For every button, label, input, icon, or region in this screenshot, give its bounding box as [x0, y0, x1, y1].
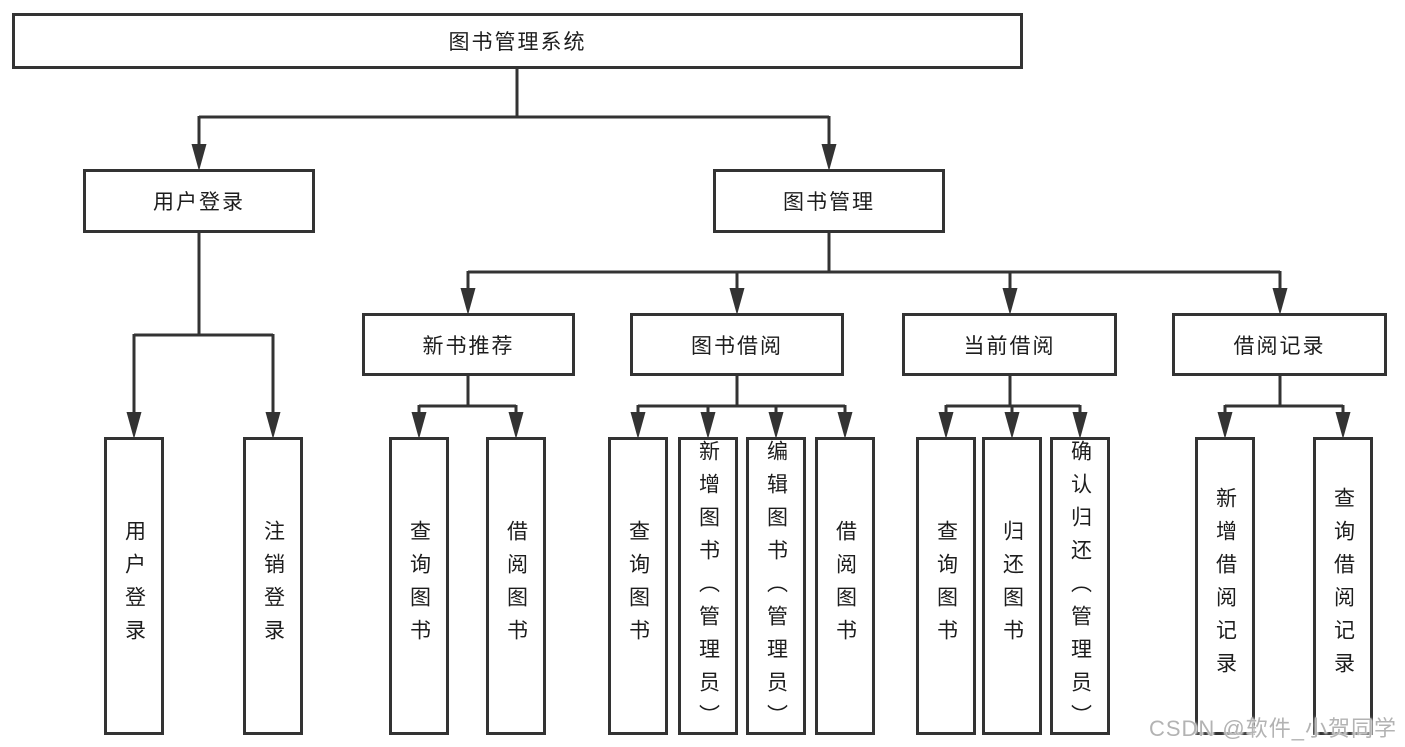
leaf-logout: 注销登录 [243, 437, 303, 735]
node-new-book-recommendation: 新书推荐 [362, 313, 575, 376]
node-borrowing-records: 借阅记录 [1172, 313, 1387, 376]
leaf-query-books-current: 查询图书 [916, 437, 976, 735]
leaf-add-book-admin-label: 新增图书（管理员） [696, 440, 720, 737]
leaf-add-book-admin: 新增图书（管理员） [678, 437, 738, 737]
csdn-watermark: CSDN @软件_小贺同学 [1148, 716, 1397, 741]
leaf-borrow-books-recommend-label: 借阅图书 [504, 520, 528, 652]
leaf-confirm-return-admin: 确认归还（管理员） [1050, 437, 1110, 737]
leaf-return-books: 归还图书 [982, 437, 1042, 735]
leaf-user-login: 用户登录 [104, 437, 164, 735]
leaf-query-books-current-label: 查询图书 [934, 520, 958, 652]
leaf-borrow-books-borrowing-label: 借阅图书 [833, 520, 857, 652]
leaf-add-borrow-record: 新增借阅记录 [1195, 437, 1255, 735]
node-book-management: 图书管理 [713, 169, 945, 233]
leaf-edit-book-admin: 编辑图书（管理员） [746, 437, 806, 737]
leaf-logout-label: 注销登录 [261, 520, 285, 652]
leaf-query-borrow-record: 查询借阅记录 [1313, 437, 1373, 735]
node-library-management-system: 图书管理系统 [12, 13, 1023, 69]
leaf-add-borrow-record-label: 新增借阅记录 [1213, 487, 1237, 685]
leaf-query-books-borrowing: 查询图书 [608, 437, 668, 735]
leaf-borrow-books-borrowing: 借阅图书 [815, 437, 875, 735]
leaf-query-borrow-record-label: 查询借阅记录 [1331, 487, 1355, 685]
leaf-return-books-label: 归还图书 [1000, 520, 1024, 652]
leaf-query-books-borrowing-label: 查询图书 [626, 520, 650, 652]
node-book-borrowing: 图书借阅 [630, 313, 844, 376]
leaf-query-books-recommend-label: 查询图书 [407, 520, 431, 652]
node-user-login: 用户登录 [83, 169, 315, 233]
leaf-query-books-recommend: 查询图书 [389, 437, 449, 735]
leaf-edit-book-admin-label: 编辑图书（管理员） [764, 440, 788, 737]
leaf-borrow-books-recommend: 借阅图书 [486, 437, 546, 735]
node-current-borrowing: 当前借阅 [902, 313, 1117, 376]
arrowheads [126, 144, 1351, 439]
leaf-confirm-return-admin-label: 确认归还（管理员） [1068, 440, 1092, 737]
leaf-user-login-label: 用户登录 [122, 520, 146, 652]
